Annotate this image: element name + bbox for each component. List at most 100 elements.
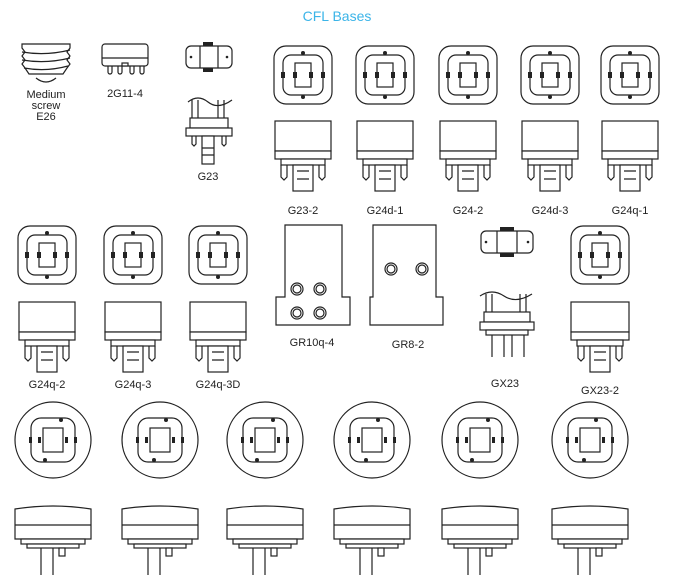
rect-part (203, 42, 213, 46)
g24q-1-top-view (600, 45, 660, 105)
rect-part (480, 230, 534, 254)
g24q-1-side-view (601, 120, 659, 192)
rect-part (393, 437, 396, 443)
round-base-1-side-view (14, 505, 92, 575)
rect-part (483, 311, 531, 323)
rect-part (439, 120, 497, 152)
rect-part (362, 158, 408, 166)
path-part (594, 351, 606, 361)
round-base-5-side-view (441, 505, 519, 575)
rect-part (469, 427, 491, 453)
rect-part (539, 164, 561, 192)
label-gr10q-4: GR10q-4 (290, 337, 335, 349)
circle-part (386, 264, 396, 274)
circle-part (164, 418, 168, 422)
rect-part (348, 437, 351, 443)
rect-part (375, 72, 379, 78)
rect-part (345, 543, 399, 549)
rect-part (578, 252, 582, 258)
rect-part (250, 437, 253, 443)
circle-part (484, 240, 488, 244)
path-part (252, 548, 266, 575)
rect-part (165, 547, 173, 557)
g24q-2-top-view (17, 225, 77, 285)
gr8-2-base (369, 224, 444, 326)
rect-part (356, 150, 414, 160)
rect-part (281, 72, 285, 78)
g23-2-top-view (273, 45, 333, 105)
circle-part (315, 284, 325, 294)
rect-part (439, 150, 497, 160)
path-part (369, 224, 444, 326)
label-g24q-3d: G24q-3D (196, 379, 241, 391)
rect-part (293, 72, 297, 78)
rect-part (446, 72, 450, 78)
rect-part (541, 62, 559, 88)
rect-part (521, 120, 579, 152)
rect-part (127, 538, 193, 545)
rect-part (286, 437, 289, 443)
rect-part (321, 72, 325, 78)
rect-part (568, 72, 572, 78)
rect-part (570, 301, 630, 333)
circle-part (292, 284, 302, 294)
rect-part (648, 72, 652, 78)
rect-part (590, 252, 594, 258)
rect-part (618, 252, 622, 258)
path-part (14, 505, 92, 540)
rect-part (391, 72, 395, 78)
circle-part (582, 458, 586, 462)
g24q-3d-side-view (189, 301, 247, 373)
path-part (24, 346, 70, 362)
rect-part (579, 427, 601, 453)
rect-part (18, 331, 76, 341)
circle-part (417, 264, 427, 274)
circle-part (526, 240, 530, 244)
rect-part (37, 252, 41, 258)
rect-part (136, 437, 139, 443)
rect-part (38, 437, 41, 443)
rect-part (457, 164, 479, 192)
rect-part (104, 301, 162, 333)
rect-part (133, 543, 187, 549)
rect-part (521, 150, 579, 160)
rect-part (29, 437, 32, 443)
rect-part (185, 127, 233, 137)
rect-part (445, 158, 491, 166)
rect-part (621, 62, 639, 88)
circle-part (131, 231, 135, 235)
rect-part (309, 72, 313, 78)
circle-part (466, 51, 470, 55)
circle-part (548, 51, 552, 55)
path-part (280, 165, 326, 181)
path-part (139, 66, 145, 75)
rect-part (384, 437, 387, 443)
circle-part (376, 418, 380, 422)
rect-part (357, 437, 360, 443)
rect-part (224, 252, 228, 258)
rect-part (124, 242, 142, 268)
rect-part (208, 252, 212, 258)
rect-part (576, 339, 624, 347)
rect-part (241, 437, 244, 443)
path-part (624, 170, 636, 180)
path-part (462, 170, 474, 180)
path-part (199, 46, 219, 68)
rect-part (236, 252, 240, 258)
circle-part (301, 51, 305, 55)
rect-part (203, 68, 213, 72)
rect-part (591, 242, 609, 268)
path-part (496, 231, 518, 253)
circle-part (271, 418, 275, 422)
label-g23: G23 (198, 171, 219, 183)
circle-part (189, 55, 193, 59)
circle-part (131, 275, 135, 279)
rect-part (377, 547, 385, 557)
path-part (491, 335, 525, 357)
rect-part (74, 437, 77, 443)
rect-part (232, 538, 298, 545)
label-gx23: GX23 (491, 378, 519, 390)
rect-part (363, 72, 367, 78)
rect-part (172, 437, 175, 443)
